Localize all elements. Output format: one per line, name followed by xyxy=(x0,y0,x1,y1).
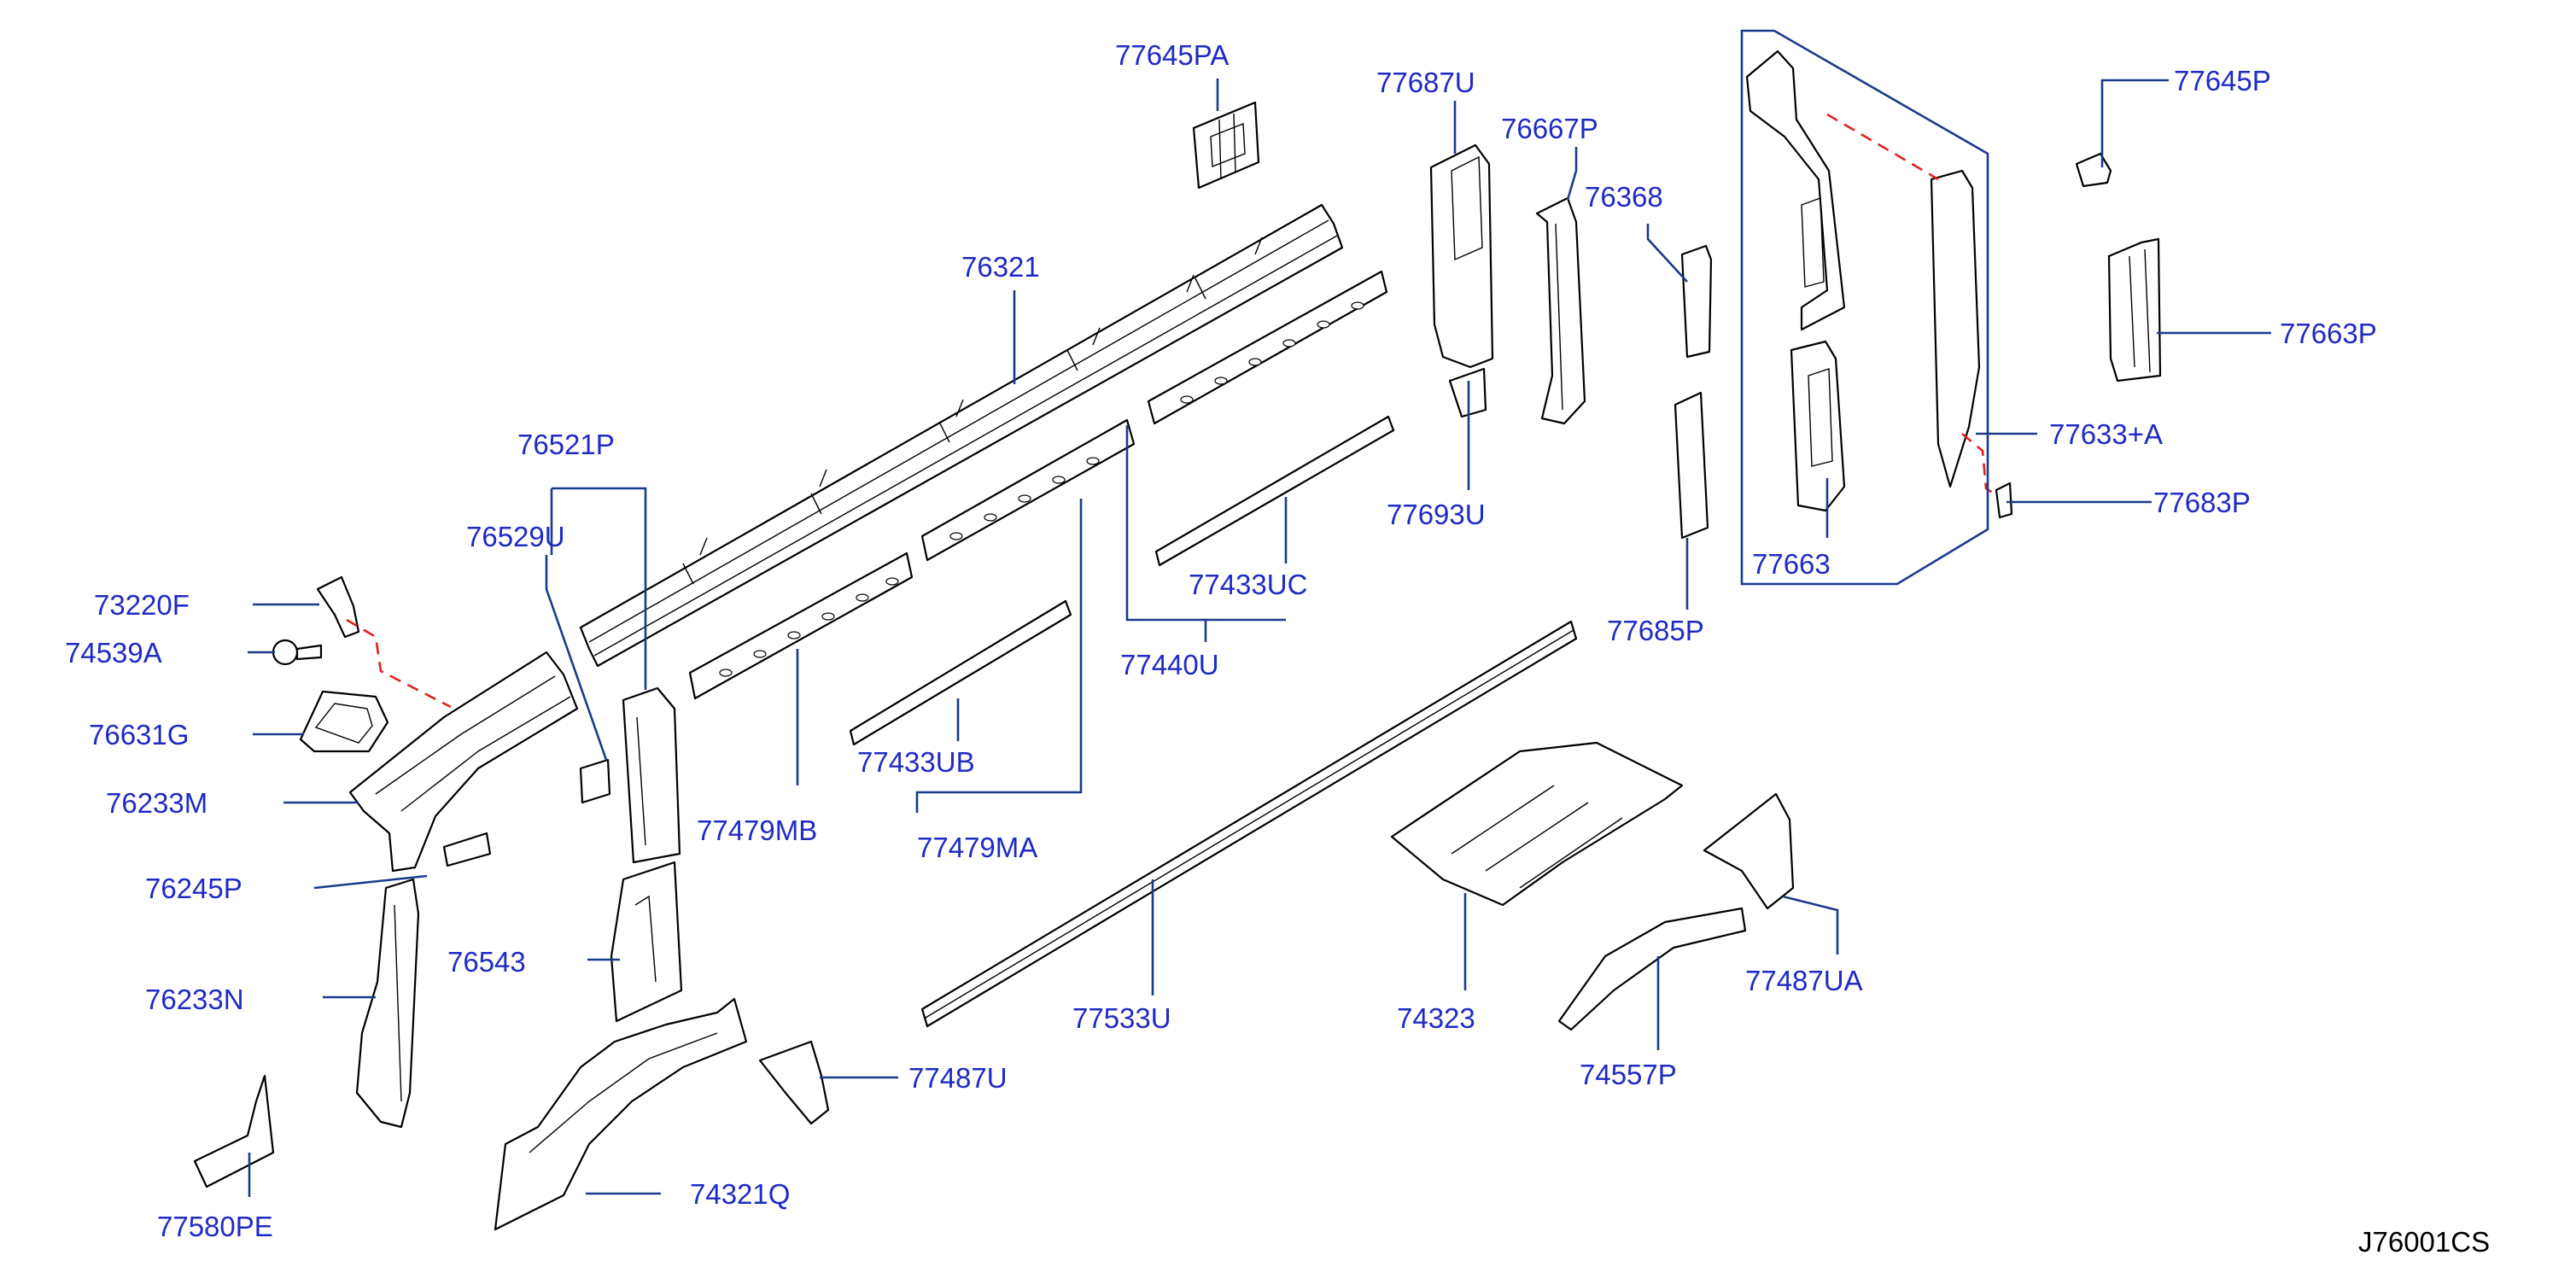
dashed-connectors xyxy=(346,113,1997,709)
parts-line-art xyxy=(193,50,2162,1231)
part-label-77479MB: 77479MB xyxy=(697,814,817,846)
part-label-76368: 76368 xyxy=(1585,181,1663,213)
part-label-76233N: 76233N xyxy=(145,984,244,1015)
part-label-77645PA: 77645PA xyxy=(1115,39,1229,71)
part-76233N-drawing xyxy=(355,878,420,1129)
part-front-pillar-drawing xyxy=(272,575,579,873)
part-label-73220F: 73220F xyxy=(94,589,190,621)
part-77645PA-drawing xyxy=(1192,101,1260,190)
part-label-74321Q: 74321Q xyxy=(690,1178,790,1210)
part-76321-drawing xyxy=(579,203,1344,668)
part-label-77645P: 77645P xyxy=(2174,65,2271,96)
part-76521P-76529U-drawing xyxy=(579,686,683,1023)
part-label-74323: 74323 xyxy=(1397,1002,1475,1034)
part-77687U-drawing xyxy=(1429,143,1494,418)
part-label-77683P: 77683P xyxy=(2153,487,2251,518)
part-label-76245P: 76245P xyxy=(145,873,242,904)
part-74557P-drawing xyxy=(1557,907,1747,1031)
part-label-77685P: 77685P xyxy=(1607,615,1704,646)
part-77487UA-drawing xyxy=(1703,792,1795,910)
part-77580PE-drawing xyxy=(193,1074,275,1188)
part-label-76321: 76321 xyxy=(961,251,1040,283)
part-74321Q-drawing xyxy=(494,997,748,1231)
part-76667P-drawing xyxy=(1535,196,1586,425)
part-label-77687U: 77687U xyxy=(1376,67,1475,98)
part-label-74539A: 74539A xyxy=(65,637,162,669)
part-label-76233M: 76233M xyxy=(106,787,207,819)
part-labels: 77645PA 77687U 76667P 76368 77645P 77663… xyxy=(65,39,2490,1258)
diagram-code: J76001CS xyxy=(2358,1226,2490,1258)
part-label-77479MA: 77479MA xyxy=(917,832,1037,863)
part-77645P-77663P-drawing xyxy=(1995,152,2162,519)
part-label-77663P: 77663P xyxy=(2280,318,2377,349)
part-label-77433UC: 77433UC xyxy=(1189,569,1307,600)
part-77440U-rails-drawing xyxy=(688,270,1388,700)
part-label-77487UA: 77487UA xyxy=(1745,965,1863,996)
part-77633A-drawing xyxy=(1745,50,1981,512)
part-label-74557P: 74557P xyxy=(1580,1059,1677,1090)
part-label-77487U: 77487U xyxy=(908,1062,1008,1094)
part-label-77663: 77663 xyxy=(1752,548,1831,580)
part-label-77693U: 77693U xyxy=(1387,499,1486,530)
part-label-77440U: 77440U xyxy=(1120,649,1219,680)
part-label-76529U: 76529U xyxy=(466,521,565,552)
part-77533U-drawing xyxy=(920,620,1578,1028)
part-74323-drawing xyxy=(1390,741,1684,907)
part-label-76521P: 76521P xyxy=(517,429,615,460)
part-76368-77685P-drawing xyxy=(1674,244,1713,540)
part-label-76631G: 76631G xyxy=(89,719,189,750)
part-77487U-drawing xyxy=(758,1040,830,1125)
part-label-77633A: 77633+A xyxy=(2049,418,2163,450)
part-label-77433UB: 77433UB xyxy=(857,746,975,778)
part-77433-strips-drawing xyxy=(849,415,1395,746)
part-label-77580PE: 77580PE xyxy=(157,1211,273,1242)
leader-lines xyxy=(248,29,2271,1197)
part-label-76667P: 76667P xyxy=(1501,113,1598,144)
part-label-77533U: 77533U xyxy=(1072,1002,1171,1034)
part-label-76543: 76543 xyxy=(447,946,526,978)
